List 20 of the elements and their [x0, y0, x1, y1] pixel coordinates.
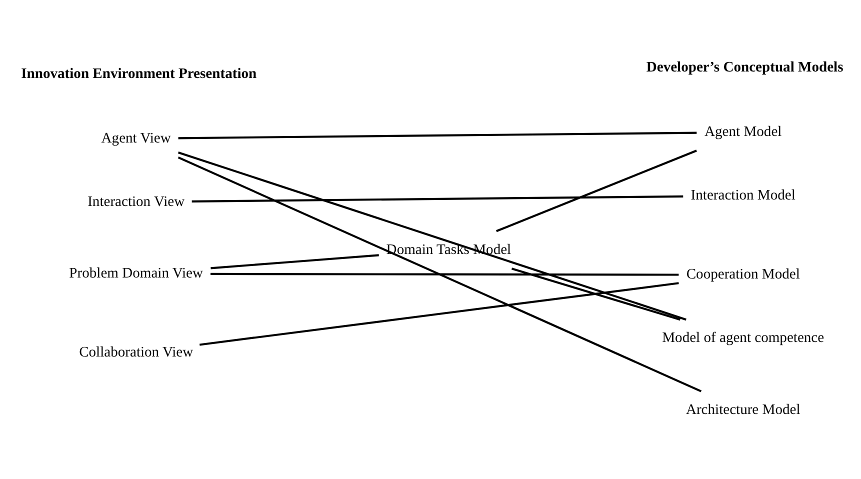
node-text: Model of agent competence	[662, 330, 824, 346]
node-text: Collaboration View	[79, 344, 194, 361]
node-text: Interaction View	[88, 194, 185, 210]
label: Innovation Environment Presentation	[21, 66, 257, 82]
connector	[192, 195, 684, 203]
node-text: Interaction Model	[690, 188, 796, 204]
connector	[178, 156, 702, 392]
connector	[178, 151, 686, 321]
node-text: Problem Domain View	[69, 266, 203, 282]
connector	[511, 268, 680, 321]
connector	[178, 132, 697, 140]
node-text: Agent Model	[704, 124, 782, 140]
node-text: Cooperation Model	[686, 266, 800, 283]
node-text: Architecture Model	[686, 402, 800, 418]
connector	[199, 282, 679, 346]
node-text: Agent View	[101, 130, 171, 146]
connector	[210, 272, 679, 276]
label: Developer’s Conceptual Models	[646, 60, 844, 76]
connector	[496, 150, 697, 232]
connector	[210, 254, 379, 270]
